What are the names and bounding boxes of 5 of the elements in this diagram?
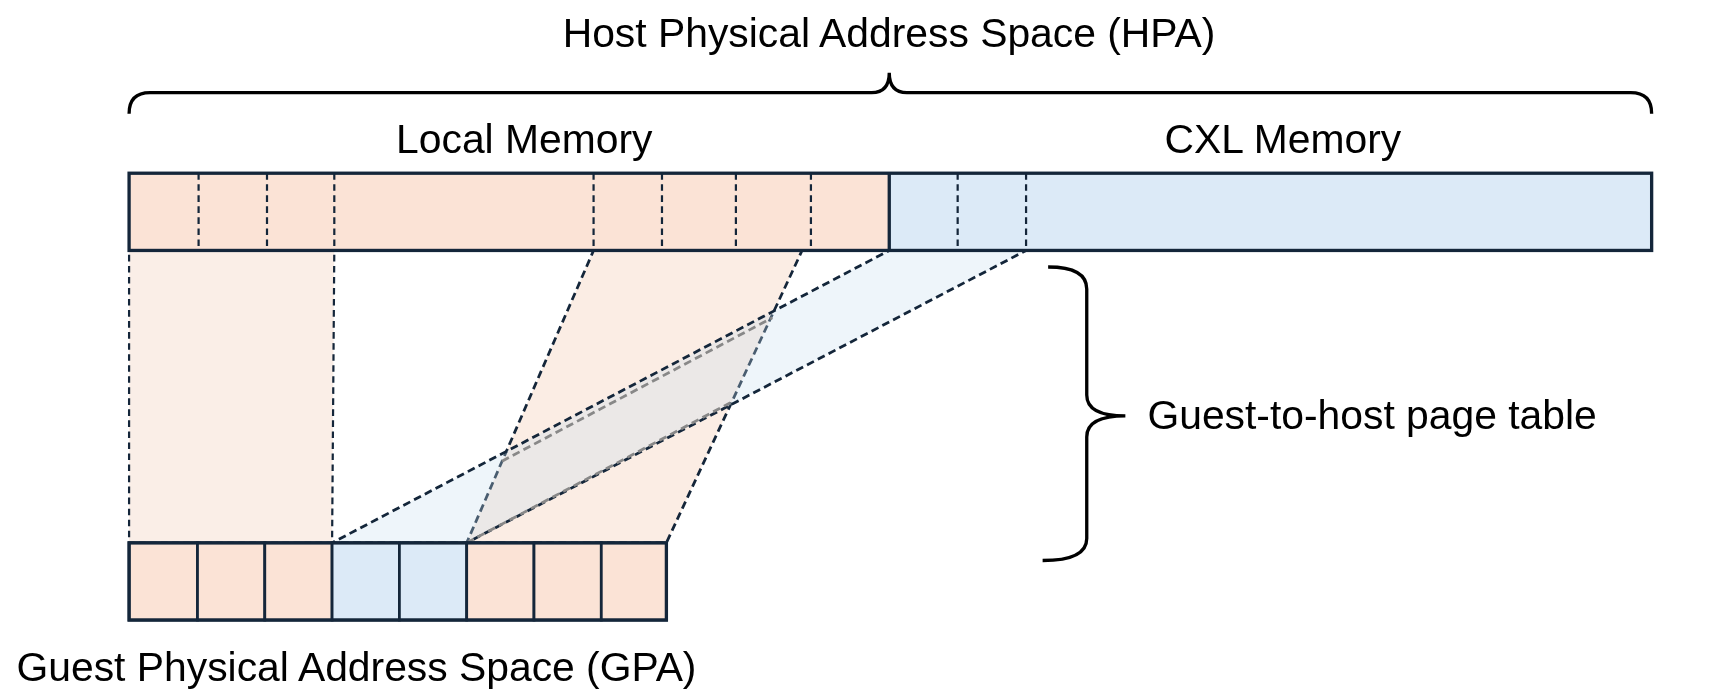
axis-label: Guest Physical Address Space (GPA) xyxy=(16,646,697,688)
section-label: CXL Memory xyxy=(1164,119,1402,160)
title: Host Physical Address Space (HPA) xyxy=(562,13,1216,55)
brace-label: Guest-to-host page table xyxy=(1147,395,1597,436)
section-label: Local Memory xyxy=(396,119,653,160)
